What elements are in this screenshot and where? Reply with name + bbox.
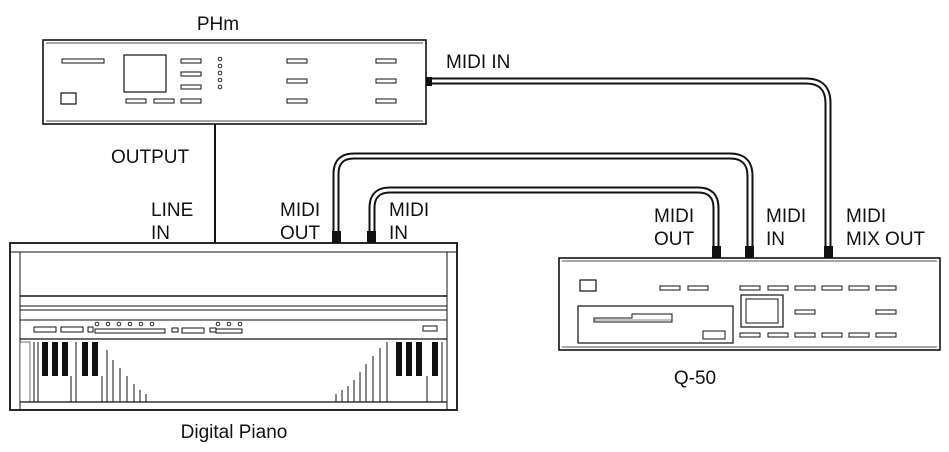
q50-midi-in-label-2: IN	[766, 229, 785, 250]
cable-phm-midi-in-to-q50-midi-mix-out	[423, 77, 833, 258]
piano-midi-in-label-1: MIDI	[389, 200, 429, 221]
q50-title: Q-50	[674, 368, 716, 389]
q50-midi-mix-out-label-2: MIX OUT	[846, 229, 926, 250]
phm-module	[42, 39, 427, 125]
piano-line-in-label-1: LINE	[151, 200, 193, 221]
piano-midi-in-label-2: IN	[389, 223, 408, 244]
q50-sequencer	[558, 257, 941, 351]
q50-midi-mix-out-label-1: MIDI	[846, 206, 886, 227]
phm-title: PHm	[197, 14, 239, 35]
piano-midi-out-label-2: OUT	[280, 223, 321, 244]
digital-piano-title: Digital Piano	[181, 422, 288, 443]
cable-piano-midi-out-to-q50-midi-in	[332, 152, 754, 258]
digital-piano	[9, 242, 458, 411]
phm-output-label: OUTPUT	[111, 147, 190, 168]
piano-midi-out-label-1: MIDI	[280, 200, 320, 221]
q50-midi-out-label-2: OUT	[654, 229, 695, 250]
q50-midi-in-label-1: MIDI	[766, 206, 806, 227]
q50-midi-out-label-1: MIDI	[654, 206, 694, 227]
piano-line-in-label-2: IN	[151, 223, 170, 244]
cable-piano-midi-in-to-q50-midi-out	[367, 186, 721, 258]
phm-midi-in-label: MIDI IN	[446, 52, 510, 73]
